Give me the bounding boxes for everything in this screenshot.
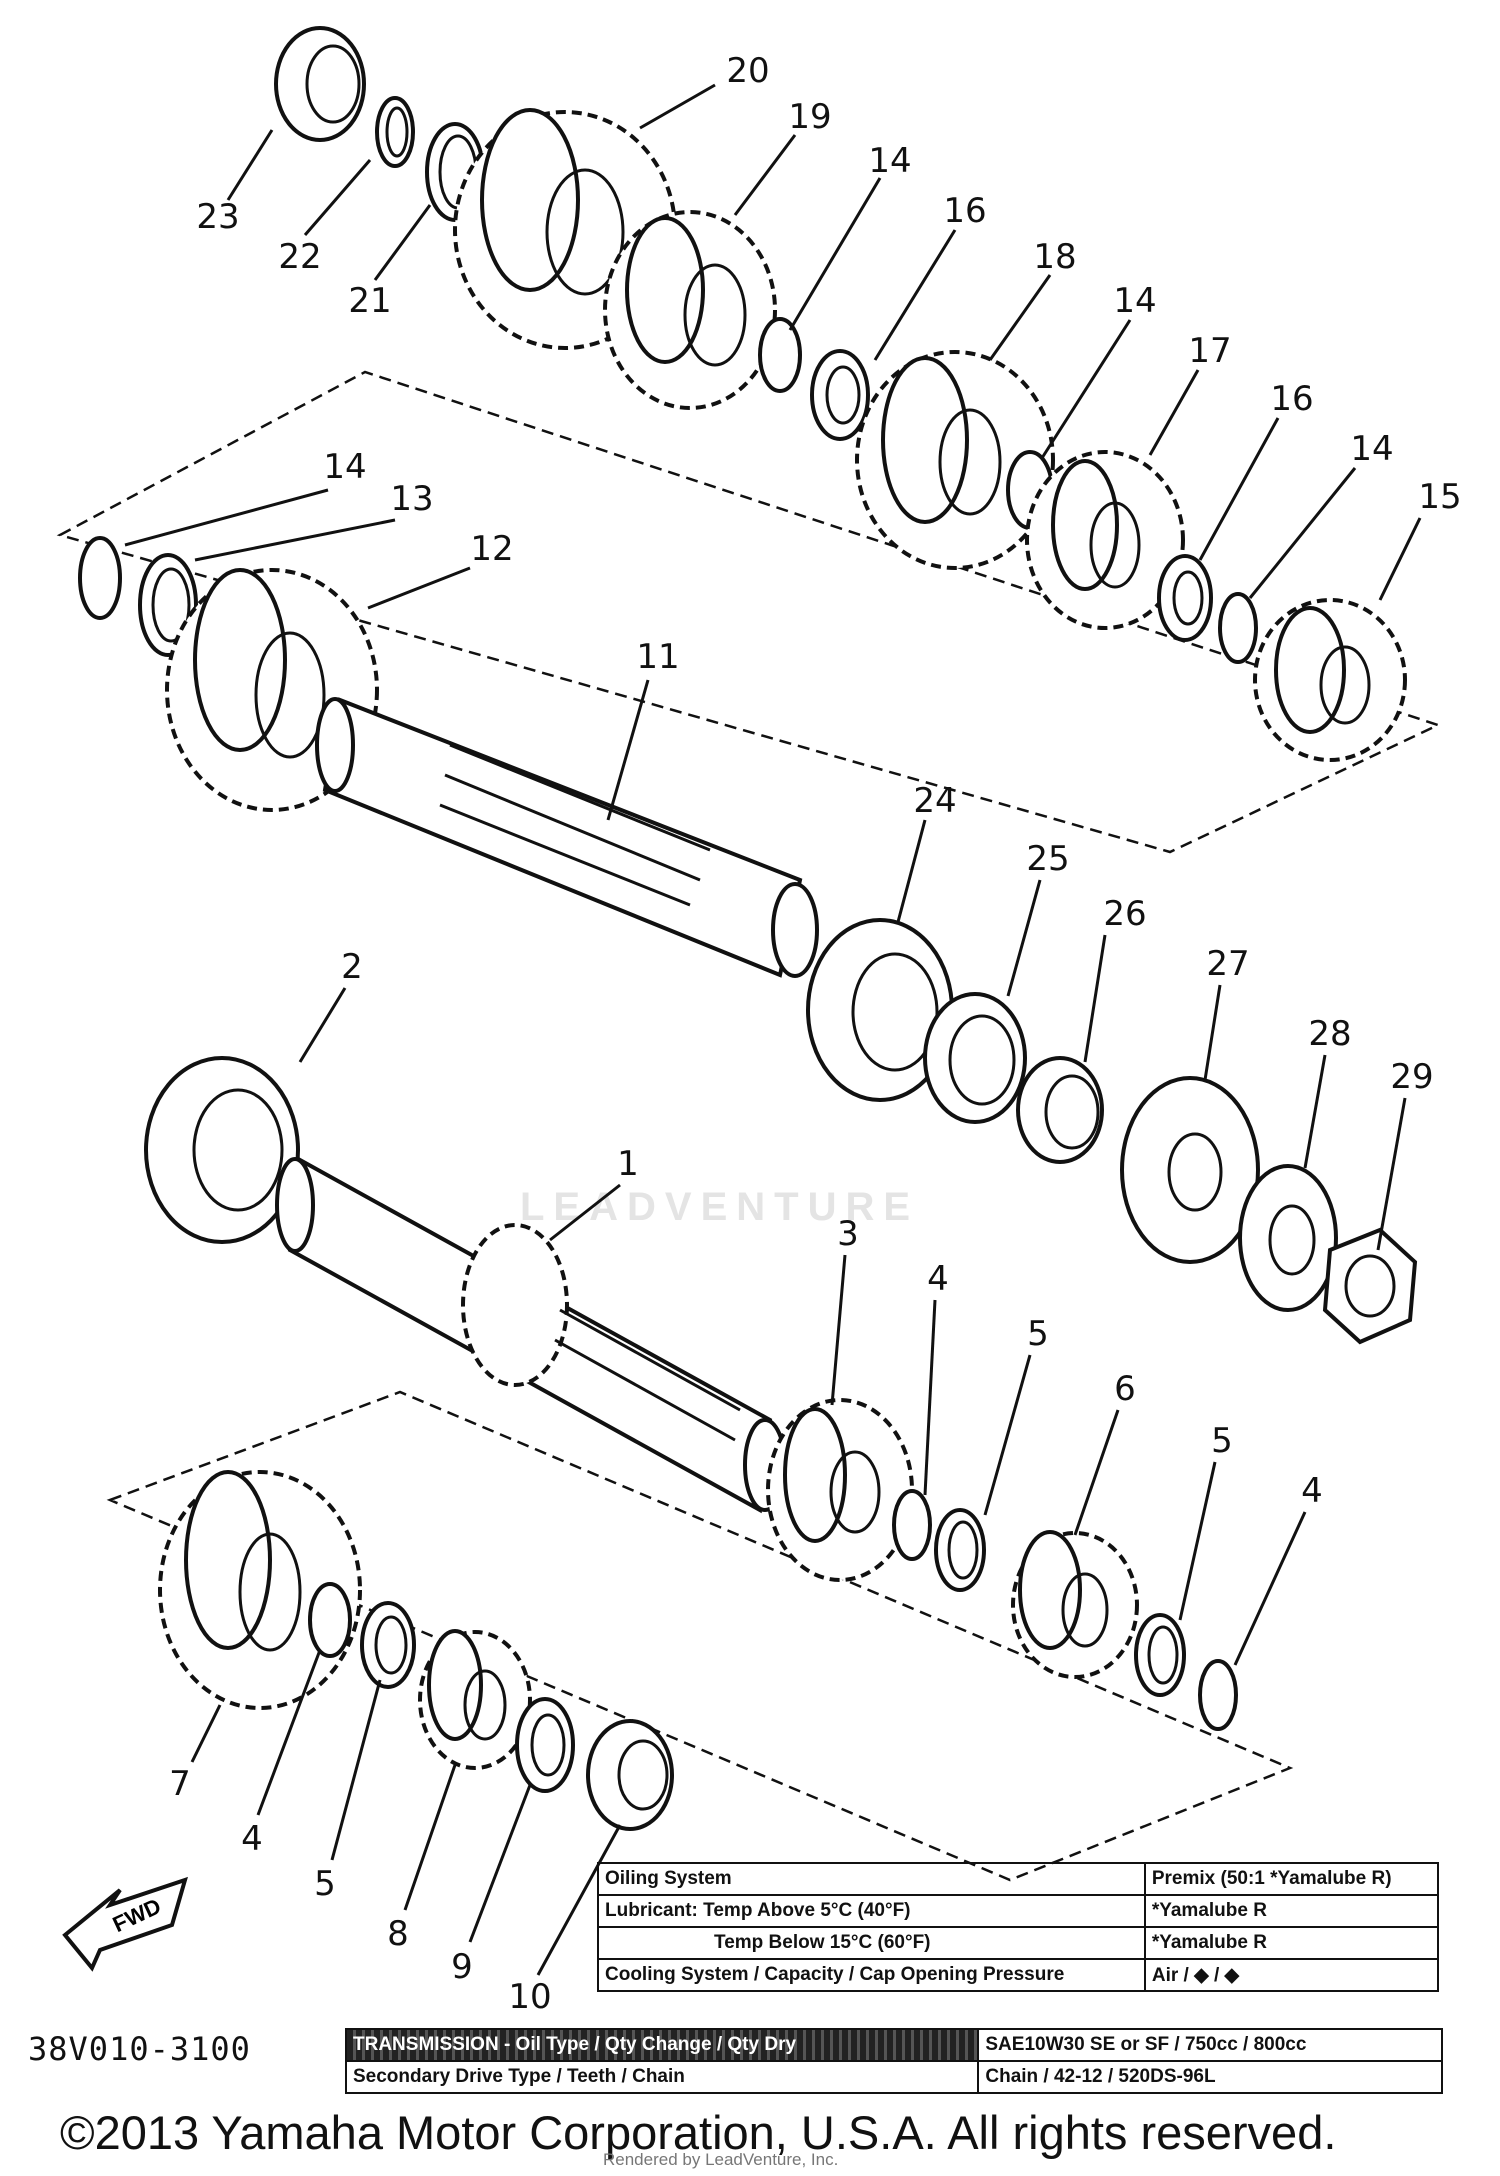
label-24: 24	[913, 781, 956, 821]
spec-value: *Yamalube R	[1143, 1926, 1440, 1960]
label-8: 8	[387, 1914, 409, 1954]
label-12: 12	[470, 529, 513, 569]
label-22: 22	[278, 237, 321, 277]
main-axle-11	[315, 697, 819, 978]
oil-seal-25	[923, 992, 1027, 1124]
circlip-14c	[1218, 592, 1258, 664]
circlip-4b	[1198, 1659, 1238, 1731]
circlip-4a	[892, 1489, 932, 1561]
needle-bearing-10	[586, 1719, 674, 1831]
label-1: 1	[617, 1144, 639, 1184]
spec-row: Lubricant: Temp Above 5°C (40°F) *Yamalu…	[597, 1894, 1440, 1928]
washer-16a	[810, 349, 870, 441]
circlip-14a	[758, 317, 802, 393]
label-14-a: 14	[868, 141, 911, 181]
label-2: 2	[341, 947, 363, 987]
label-25: 25	[1026, 839, 1069, 879]
gear-8	[418, 1629, 532, 1770]
washer-16b	[1157, 554, 1213, 642]
circlip-14d	[78, 536, 122, 620]
washer-5b	[1134, 1613, 1186, 1697]
label-3: 3	[837, 1214, 859, 1254]
label-27: 27	[1206, 944, 1249, 984]
circlip-22	[375, 96, 415, 168]
label-5-a: 5	[1027, 1314, 1049, 1354]
copyright-notice: ©2013 Yamaha Motor Corporation, U.S.A. A…	[60, 2106, 1337, 2159]
drive-sprocket-27	[1120, 1076, 1260, 1264]
label-16-a: 16	[943, 191, 986, 231]
spec-value: Chain / 42-12 / 520DS-96L	[977, 2060, 1443, 2094]
label-10: 10	[508, 1977, 551, 2017]
spec-label: Cooling System / Capacity / Cap Opening …	[597, 1958, 1146, 1992]
label-13: 13	[390, 479, 433, 519]
leader-lines	[124, 83, 1422, 1976]
spec-label: Lubricant: Temp Above 5°C (40°F)	[597, 1894, 1146, 1928]
label-17: 17	[1188, 331, 1231, 371]
upper-group-outline	[56, 370, 1442, 854]
spec-label: Secondary Drive Type / Teeth / Chain	[344, 2060, 980, 2094]
circlip-4c	[308, 1582, 352, 1658]
washer-5a	[934, 1508, 986, 1592]
spec-row: Temp Below 15°C (60°F) *Yamalube R	[597, 1926, 1440, 1960]
spec-row: Oiling System Premix (50:1 *Yamalube R)	[597, 1862, 1440, 1896]
gear-17	[1025, 450, 1185, 630]
collar-26	[1016, 1056, 1104, 1164]
gear-15	[1253, 598, 1407, 762]
spec-value: SAE10W30 SE or SF / 750cc / 800cc	[977, 2028, 1443, 2062]
gear-3	[766, 1398, 914, 1582]
nut-29	[1322, 1227, 1418, 1345]
label-6: 6	[1114, 1369, 1136, 1409]
spec-value: Air / ◆ / ◆	[1143, 1958, 1440, 1992]
transmission-spec-table: TRANSMISSION - Oil Type / Qty Change / Q…	[344, 2028, 1443, 2094]
label-4-c: 4	[241, 1819, 263, 1859]
gear-6	[1011, 1530, 1139, 1679]
label-29: 29	[1390, 1057, 1433, 1097]
label-20: 20	[726, 51, 769, 91]
bearing-2	[144, 1056, 300, 1244]
spec-value: *Yamalube R	[1143, 1894, 1440, 1928]
gear-18	[855, 350, 1055, 570]
label-23: 23	[196, 197, 239, 237]
spec-row: TRANSMISSION - Oil Type / Qty Change / Q…	[344, 2028, 1443, 2062]
label-19: 19	[788, 97, 831, 137]
label-5-c: 5	[314, 1864, 336, 1904]
part-number-labels: 23 22 21 20 19 14 16 18 14 17 16 14 15 1…	[169, 51, 1461, 2017]
label-14-b: 14	[1113, 281, 1156, 321]
label-4-a: 4	[927, 1259, 949, 1299]
label-28: 28	[1308, 1014, 1351, 1054]
label-4-b: 4	[1301, 1471, 1323, 1511]
label-18: 18	[1033, 237, 1076, 277]
label-9: 9	[451, 1947, 473, 1987]
label-14-c: 14	[1350, 429, 1393, 469]
lubrication-spec-table: Oiling System Premix (50:1 *Yamalube R) …	[597, 1862, 1440, 1992]
label-5-b: 5	[1211, 1421, 1233, 1461]
label-15: 15	[1418, 477, 1461, 517]
diagram-code: 38V010-3100	[28, 2030, 251, 2068]
label-21: 21	[348, 281, 391, 321]
label-11: 11	[636, 637, 679, 677]
needle-bearing-23	[274, 26, 366, 142]
label-7: 7	[169, 1764, 191, 1804]
lock-washer-28	[1238, 1164, 1338, 1312]
render-credit: Rendered by LeadVenture, Inc.	[603, 2150, 839, 2169]
fwd-direction-arrow: FWD	[62, 1876, 188, 1972]
watermark-text: LEADVENTURE	[520, 1185, 920, 1229]
spec-label: Oiling System	[597, 1862, 1146, 1896]
lower-group-outline	[106, 1390, 1294, 1882]
label-26: 26	[1103, 894, 1146, 934]
label-14-d: 14	[323, 447, 366, 487]
washer-5c	[360, 1601, 416, 1689]
spec-value: Premix (50:1 *Yamalube R)	[1143, 1862, 1440, 1896]
spec-label: Temp Below 15°C (60°F)	[597, 1926, 1146, 1960]
washer-9	[515, 1697, 575, 1793]
label-16-b: 16	[1270, 379, 1313, 419]
gear-19	[603, 210, 777, 410]
gear-7	[158, 1470, 362, 1710]
spec-row: Secondary Drive Type / Teeth / Chain Cha…	[344, 2060, 1443, 2094]
drive-axle-1	[275, 1156, 787, 1514]
spec-label: TRANSMISSION - Oil Type / Qty Change / Q…	[344, 2028, 980, 2062]
spec-row: Cooling System / Capacity / Cap Opening …	[597, 1958, 1440, 1992]
